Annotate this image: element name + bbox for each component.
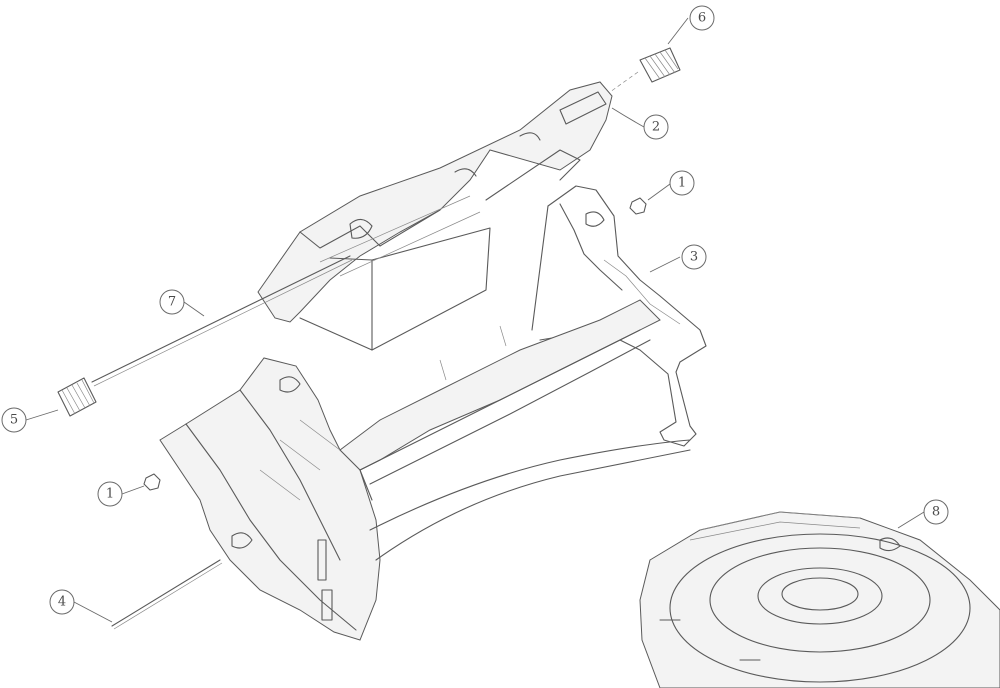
callout-3: 3 [681, 244, 707, 270]
part-nut-upper [629, 197, 647, 215]
leader-1-upper [647, 183, 671, 201]
callout-6-label: 6 [698, 11, 706, 26]
leader-7 [183, 301, 205, 317]
callout-1-upper-label: 1 [678, 176, 686, 191]
callout-1-upper: 1 [669, 170, 695, 196]
part-deck-housing [639, 511, 1000, 688]
leader-lines [25, 17, 925, 623]
callout-3-label: 3 [690, 250, 698, 265]
part-pin [111, 559, 223, 630]
part-spring-left [57, 377, 97, 417]
callout-5-label: 5 [10, 413, 18, 428]
leader-4 [73, 601, 113, 623]
part-spring-upper [609, 47, 681, 93]
callout-2-label: 2 [652, 120, 660, 135]
callout-1-lower-label: 1 [106, 487, 114, 502]
part-nut-lower [143, 473, 161, 491]
callout-4-label: 4 [58, 595, 66, 610]
leader-1-lower [121, 485, 145, 495]
callout-8: 8 [923, 499, 949, 525]
callout-6: 6 [689, 5, 715, 31]
callout-2: 2 [643, 114, 669, 140]
part-rear-flap [257, 81, 613, 351]
callout-7: 7 [159, 289, 185, 315]
leader-2 [611, 107, 645, 128]
callout-7-label: 7 [168, 295, 176, 310]
leader-8 [897, 511, 925, 529]
callout-5: 5 [1, 407, 27, 433]
leader-3 [649, 256, 681, 273]
leader-6 [667, 17, 689, 45]
part-main-frame [159, 299, 691, 641]
part-rear-bracket [531, 185, 707, 447]
callout-1-lower: 1 [97, 481, 123, 507]
callout-4: 4 [49, 589, 75, 615]
callout-8-label: 8 [932, 505, 940, 520]
part-rod [91, 255, 353, 387]
leader-5 [25, 409, 59, 421]
